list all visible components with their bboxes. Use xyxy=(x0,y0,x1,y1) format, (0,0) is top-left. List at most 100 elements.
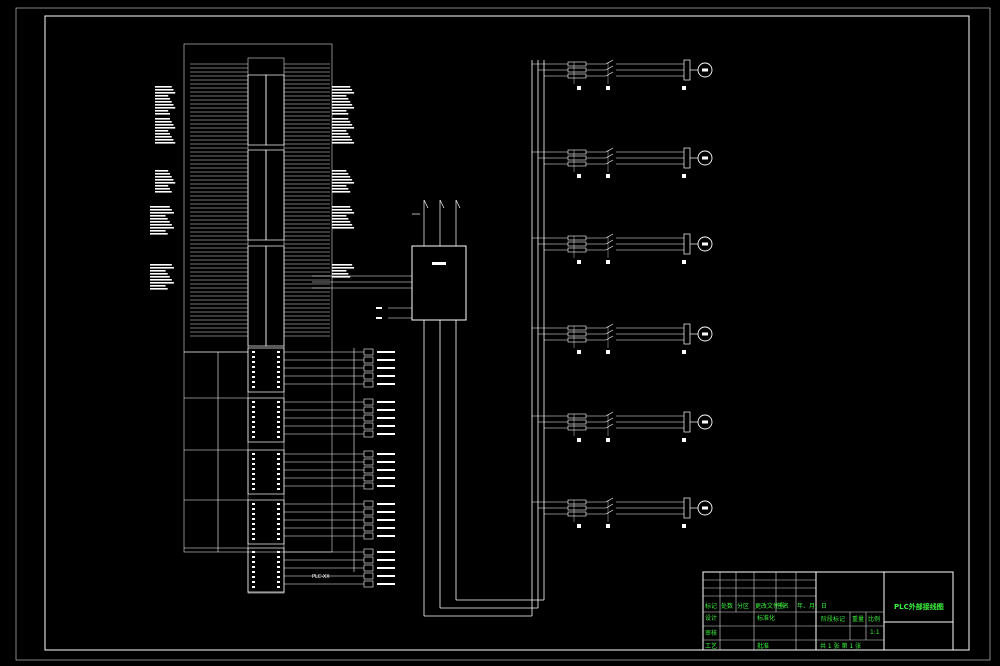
contactor xyxy=(605,153,614,159)
plc-terminal-dot xyxy=(277,488,280,490)
fuse xyxy=(567,149,587,155)
component-tag xyxy=(682,524,686,528)
inverter-output-wires xyxy=(423,320,457,616)
plc-terminal-dot xyxy=(277,416,280,418)
plc-terminal-label-text xyxy=(332,142,355,144)
thermal-relay xyxy=(683,323,691,345)
tb-process-label: 工艺 xyxy=(705,642,717,650)
motor-label xyxy=(702,332,708,336)
plc-terminal-dot xyxy=(277,366,280,368)
plc-terminal-label-text xyxy=(155,107,176,109)
contactor xyxy=(605,335,614,341)
relay-coil xyxy=(363,380,374,388)
plc-terminal-label-text xyxy=(150,270,166,272)
plc-terminal-label-text xyxy=(332,173,349,175)
motor-icon xyxy=(697,414,713,430)
contactor xyxy=(605,233,614,239)
plc-terminal-label-text xyxy=(155,136,172,138)
plc-terminal-label-text xyxy=(155,127,176,129)
plc-terminal-label-text xyxy=(332,98,349,100)
fuse xyxy=(567,155,587,161)
plc-terminal-dot xyxy=(277,478,280,480)
tb-stage-label: 阶段标记 xyxy=(821,615,845,623)
plc-terminal-label-text xyxy=(150,218,168,220)
inverter-breaker xyxy=(439,199,445,209)
relay-coil xyxy=(363,482,374,490)
plc-terminal-label-block xyxy=(150,264,174,290)
plc-terminal-label-text xyxy=(332,110,347,112)
plc-terminal-dot xyxy=(277,566,280,568)
plc-output-module xyxy=(247,347,285,393)
plc-module-rack xyxy=(150,43,395,594)
plc-terminal-label-text xyxy=(155,191,172,193)
plc-terminal-dot xyxy=(277,376,280,378)
plc-terminal-label-text xyxy=(155,188,170,190)
plc-terminal-dot xyxy=(252,533,255,535)
component-tag xyxy=(606,86,610,90)
fuse xyxy=(567,235,587,241)
plc-terminal-label-text xyxy=(150,227,174,229)
relay-label xyxy=(377,567,395,569)
relay-label xyxy=(377,485,395,487)
relay-label xyxy=(377,409,395,411)
plc-terminal-dot xyxy=(252,411,255,413)
relay-label xyxy=(377,375,395,377)
plc-terminal-dot xyxy=(277,351,280,353)
plc-terminal-label-text xyxy=(332,185,347,187)
plc-terminal-dot xyxy=(252,576,255,578)
plc-output-module xyxy=(247,499,285,545)
contactor xyxy=(605,503,614,509)
relay-label xyxy=(377,453,395,455)
plc-terminal-label-text xyxy=(332,206,351,208)
relay-label xyxy=(377,519,395,521)
fuse xyxy=(567,325,587,331)
plc-terminal-label-text xyxy=(155,92,176,94)
plc-terminal-label-text xyxy=(150,276,170,278)
plc-terminal-dot xyxy=(252,478,255,480)
contactor xyxy=(605,65,614,71)
plc-terminal-label-text xyxy=(332,101,351,103)
plc-terminal-dot xyxy=(277,361,280,363)
motor-label xyxy=(702,506,708,510)
plc-terminal-label-text xyxy=(332,86,351,88)
plc-terminal-label-text xyxy=(150,264,172,266)
component-tag xyxy=(577,260,581,264)
thermal-relay xyxy=(683,233,691,255)
motor-label xyxy=(702,420,708,424)
motor-label xyxy=(702,156,708,160)
relay-coil xyxy=(363,430,374,438)
plc-terminal-dot xyxy=(252,556,255,558)
component-tag xyxy=(577,438,581,442)
plc-terminal-dot xyxy=(252,566,255,568)
plc-terminal-label-text xyxy=(155,130,169,132)
plc-terminal-label-text xyxy=(155,176,172,178)
component-tag xyxy=(577,524,581,528)
relay-label xyxy=(377,527,395,529)
relay-label xyxy=(377,503,395,505)
relay-label xyxy=(377,433,395,435)
relay-coil xyxy=(363,564,374,572)
plc-terminal-dot xyxy=(277,561,280,563)
plc-terminal-label-text xyxy=(155,98,170,100)
title-block-frame xyxy=(702,571,954,651)
plc-output-module xyxy=(247,547,285,593)
relay-label xyxy=(377,477,395,479)
plc-terminal-label-text xyxy=(150,282,174,284)
plc-terminal-label-text xyxy=(155,89,174,91)
plc-terminal-dot xyxy=(277,556,280,558)
plc-terminal-dot xyxy=(252,453,255,455)
relay-label xyxy=(377,511,395,513)
relay-label xyxy=(377,469,395,471)
plc-terminal-label-text xyxy=(332,133,349,135)
plc-terminal-dot xyxy=(252,528,255,530)
plc-terminal-dot xyxy=(277,523,280,525)
plc-terminal-label-text xyxy=(150,267,174,269)
component-tag xyxy=(682,174,686,178)
motor-branch xyxy=(532,411,713,442)
plc-terminal-label-text xyxy=(332,107,355,109)
inverter-box xyxy=(411,245,467,321)
component-tag xyxy=(606,174,610,178)
tb-change-label: 更改文件号 xyxy=(755,602,785,610)
plc-terminal-dot xyxy=(277,453,280,455)
plc-terminal-label-text xyxy=(155,101,172,103)
